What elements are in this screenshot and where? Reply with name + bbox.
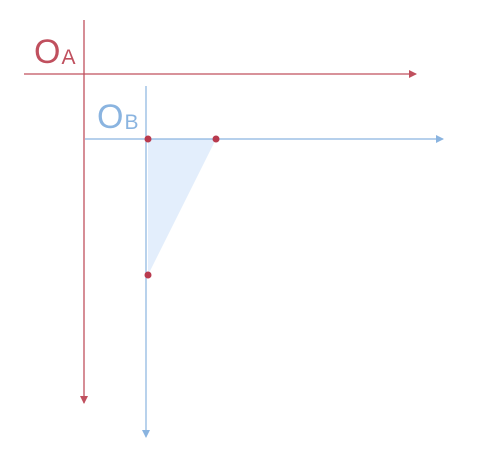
frame-b-label-main: O <box>97 98 124 136</box>
frame-b-label-sub: B <box>124 111 139 134</box>
triangle-vertex-y <box>144 271 152 279</box>
frame-a-origin-label: OA <box>34 35 75 69</box>
triangle-vertex-origin <box>144 135 152 143</box>
triangle-vertex-x <box>212 135 220 143</box>
frame-a-label-main: O <box>34 33 61 71</box>
frame-a-label-sub: A <box>61 46 76 69</box>
frame-b-origin-label: OB <box>97 100 138 134</box>
triangle-region <box>148 139 216 275</box>
